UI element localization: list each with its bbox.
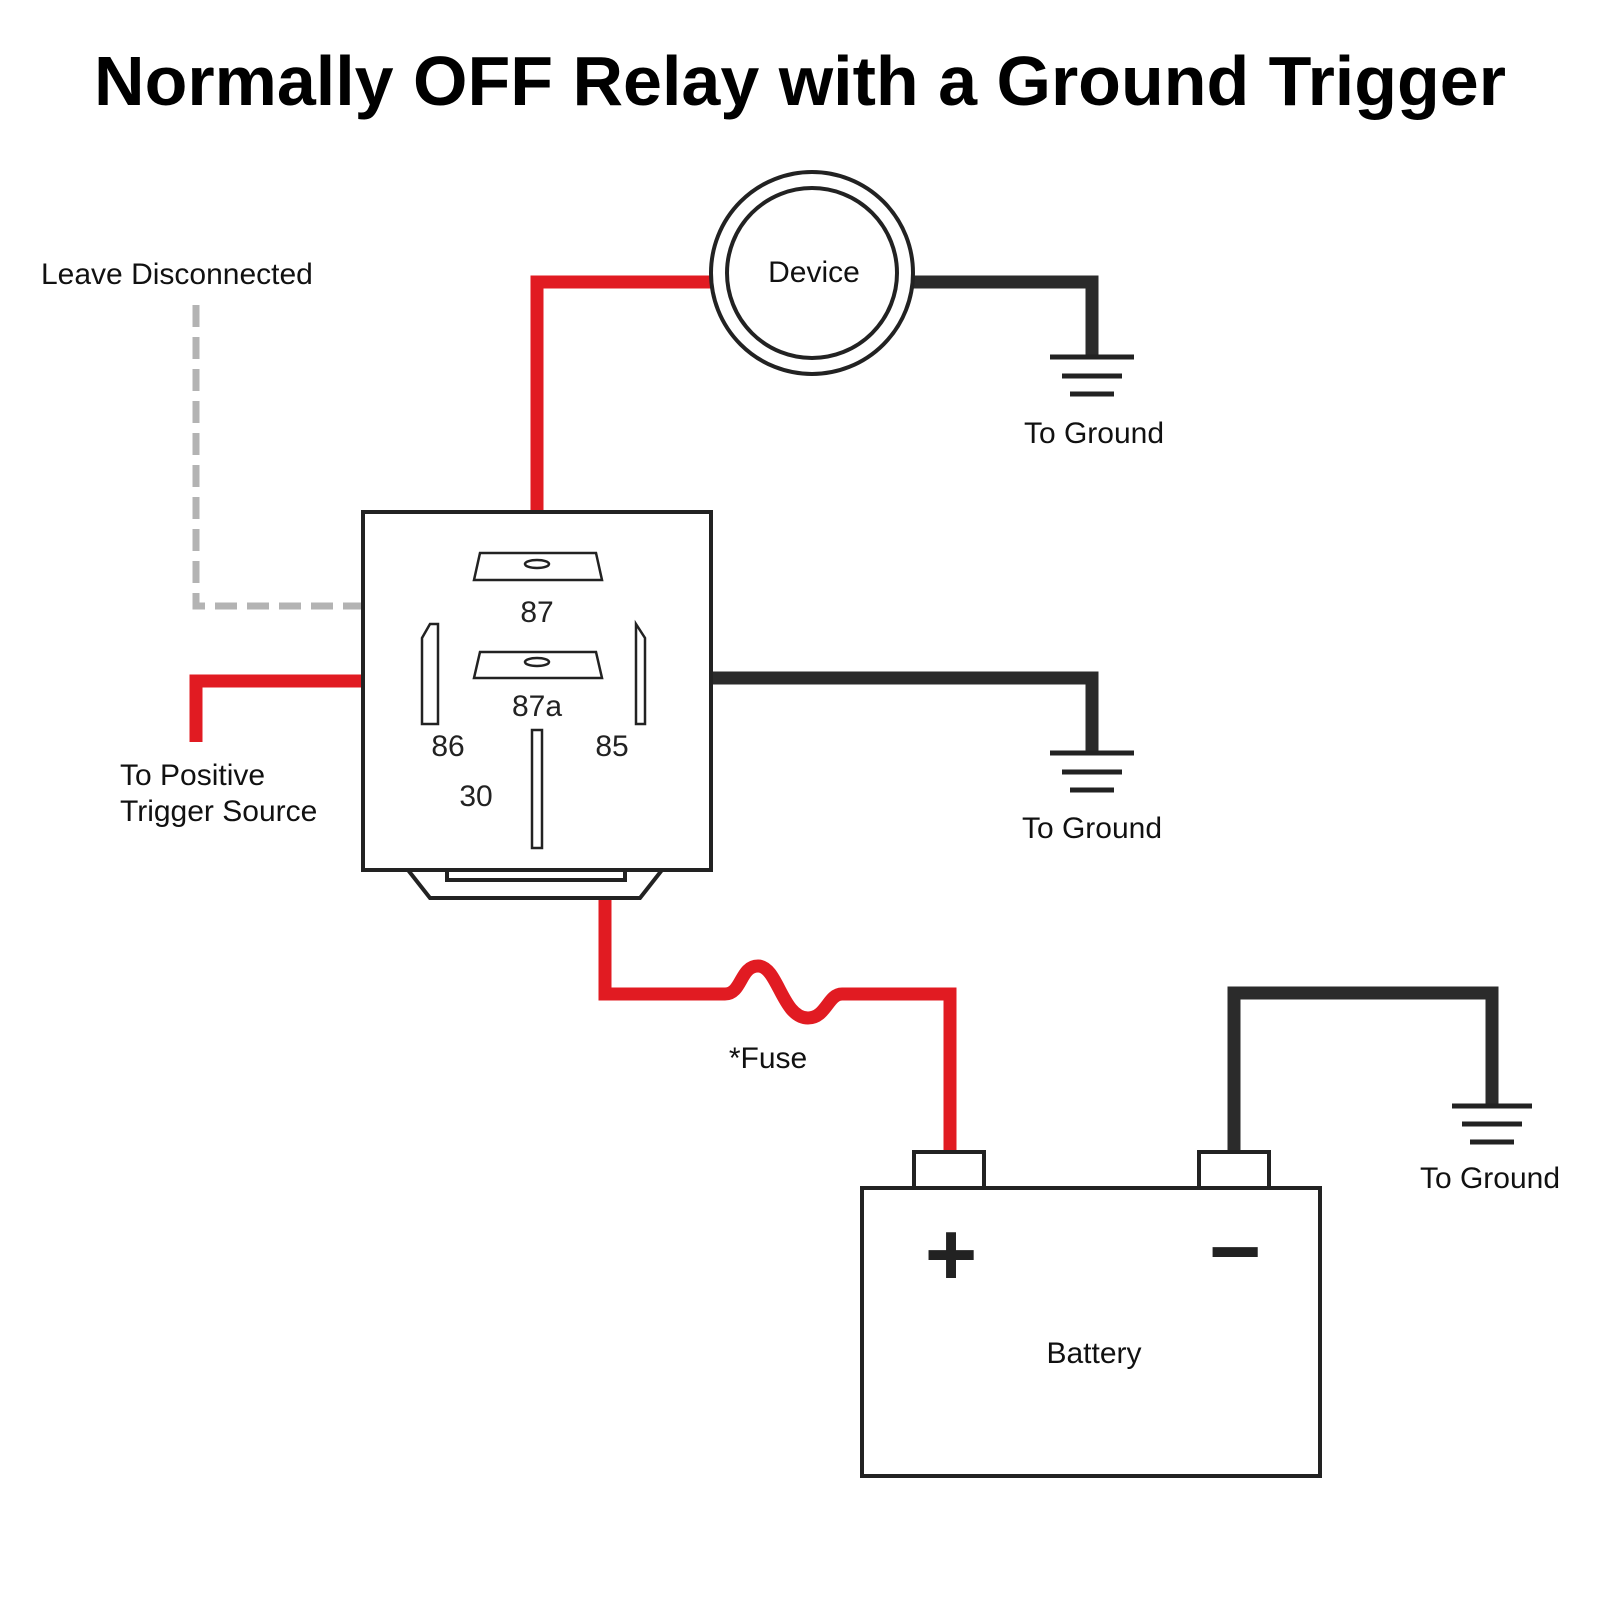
battery-positive-post (912, 1150, 986, 1190)
relay: 87 87a 86 85 30 (361, 510, 713, 900)
to-ground-device-label: To Ground (1024, 417, 1164, 450)
pin-85-terminal (634, 619, 647, 726)
battery-negative-symbol: − (1209, 1202, 1262, 1302)
trigger-source-label-line2: Trigger Source (120, 795, 317, 828)
diagram-title: Normally OFF Relay with a Ground Trigger (94, 42, 1506, 120)
relay-mount-tab-inner (445, 870, 627, 882)
ground-symbol-device (1050, 354, 1134, 397)
wire-85-to-ground (650, 671, 1099, 752)
battery-body (860, 1186, 1322, 1478)
wire-87-to-device (530, 275, 715, 565)
wire-device-to-ground (910, 275, 1099, 355)
wire-battery-to-ground (1227, 986, 1499, 1150)
device-label: Device (768, 256, 860, 289)
pin-86-label: 86 (431, 730, 464, 763)
pin-30-label: 30 (459, 780, 492, 813)
battery: + − Battery (860, 1150, 1322, 1478)
pin-87-hole (523, 558, 551, 570)
battery-negative-post (1197, 1150, 1271, 1190)
trigger-source-label-line1: To Positive (120, 759, 265, 792)
disconnected-wire (192, 305, 510, 648)
pin-86-terminal (420, 622, 440, 726)
ground-symbol-battery (1452, 1103, 1532, 1145)
wire-trigger-to-86 (189, 674, 422, 742)
pin-30-terminal (530, 728, 544, 850)
pin-87a-label: 87a (512, 690, 562, 723)
wire-30-fuse-battery (545, 785, 957, 1150)
pin-87-label: 87 (520, 596, 553, 629)
to-ground-battery-label: To Ground (1420, 1162, 1560, 1195)
ground-symbol-relay (1050, 750, 1134, 793)
device: Device (709, 170, 915, 376)
pin-87a-hole (523, 656, 551, 668)
battery-label: Battery (1046, 1337, 1141, 1370)
battery-positive-symbol: + (925, 1205, 978, 1305)
leave-disconnected-label: Leave Disconnected (41, 258, 313, 291)
to-ground-relay-label: To Ground (1022, 812, 1162, 845)
pin-85-label: 85 (595, 730, 628, 763)
device-inner-ring (725, 186, 899, 360)
fuse-label: *Fuse (729, 1042, 807, 1075)
